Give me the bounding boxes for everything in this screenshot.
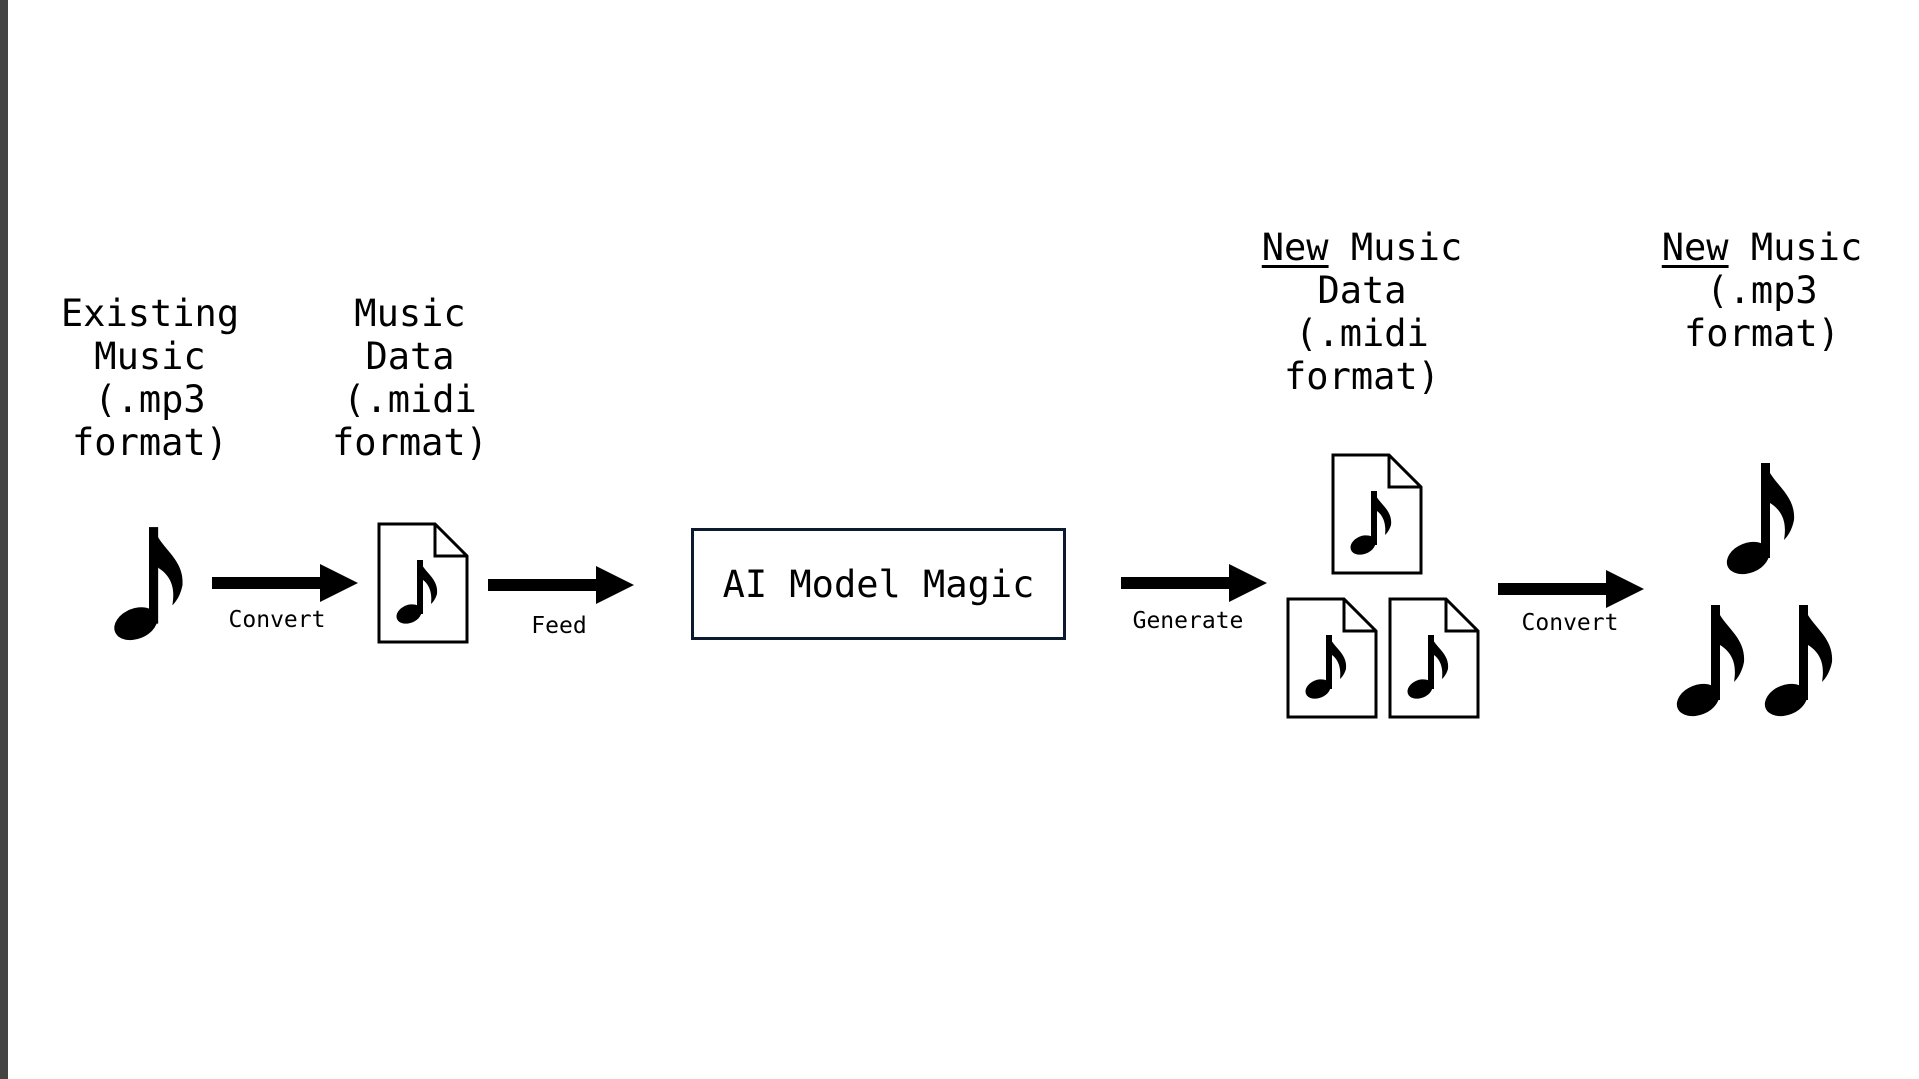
convert-label-1: Convert [228, 607, 326, 633]
feed-label: Feed [531, 613, 587, 639]
convert-arrow-2 [1498, 570, 1644, 608]
new-music-data-music-word: Music [1350, 226, 1463, 269]
midi-file-icon-bottom-left [1286, 597, 1378, 719]
music-data-line-3: (.midi [343, 378, 477, 421]
new-music-line-3: format) [1684, 312, 1840, 355]
existing-music-line-2: Music [94, 335, 206, 378]
new-music-music-word: Music [1750, 226, 1863, 269]
existing-music-label: Existing Music (.mp3 format) [40, 292, 260, 464]
new-word: New [1661, 226, 1729, 269]
midi-file-icon-top [1331, 453, 1423, 575]
eighth-note-icon [110, 522, 188, 644]
new-music-label: New Music (.mp3 format) [1652, 226, 1872, 355]
new-music-line-1: New Music [1652, 226, 1872, 269]
eighth-note-icon-top [1722, 458, 1800, 578]
midi-file-icon [377, 522, 469, 644]
existing-music-line-1: Existing [60, 292, 240, 335]
midi-file-icon-bottom-right [1388, 597, 1480, 719]
new-music-data-line-2: Data [1317, 269, 1407, 312]
eighth-note-icon-bottom-left [1672, 600, 1750, 720]
generate-label: Generate [1132, 608, 1244, 634]
window-left-border [0, 0, 8, 1079]
ai-model-label: AI Model Magic [722, 562, 1035, 606]
music-data-line-1: Music [354, 292, 466, 335]
convert-label-2: Convert [1521, 610, 1619, 636]
eighth-note-icon-bottom-right [1760, 600, 1838, 720]
convert-arrow-1 [212, 564, 358, 602]
new-word: New [1261, 226, 1329, 269]
new-music-data-label: New Music Data (.midi format) [1250, 226, 1474, 398]
generate-arrow [1121, 564, 1267, 602]
existing-music-line-3: (.mp3 [94, 378, 206, 421]
new-music-data-line-1: New Music [1250, 226, 1474, 269]
ai-model-box: AI Model Magic [691, 528, 1066, 640]
new-music-data-line-4: format) [1284, 355, 1440, 398]
feed-arrow [488, 566, 634, 604]
music-data-label: Music Data (.midi format) [310, 292, 510, 464]
new-music-data-line-3: (.midi [1295, 312, 1429, 355]
music-data-line-2: Data [365, 335, 455, 378]
music-data-line-4: format) [332, 421, 488, 464]
existing-music-line-4: format) [72, 421, 228, 464]
new-music-line-2: (.mp3 [1706, 269, 1818, 312]
